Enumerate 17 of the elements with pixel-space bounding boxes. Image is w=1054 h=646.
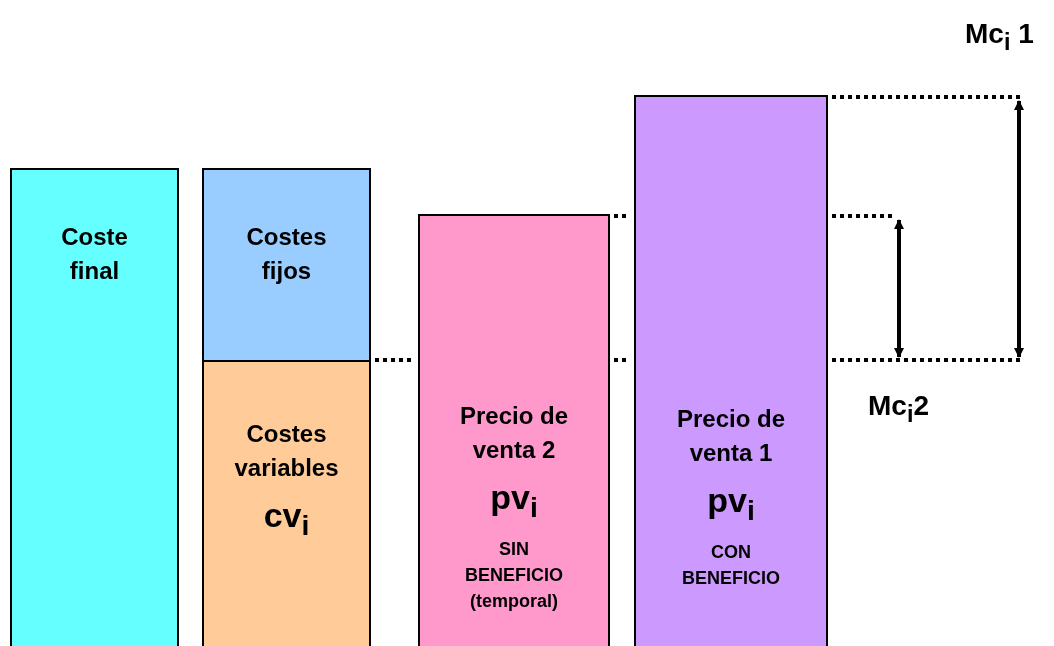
bar-label: Precio de venta 2 <box>458 401 569 465</box>
price-bar <box>634 95 828 646</box>
bar-label: Costes fijos <box>245 222 328 286</box>
margin-label: Mc$_{i}$ 1 <box>965 18 1034 56</box>
formula-label: cv$_{i}$ <box>262 495 311 543</box>
variable-cost-block <box>202 360 371 646</box>
note-text: SIN BENEFICIO (temporal) <box>464 537 564 613</box>
formula-label: pv$_{i}$ <box>706 480 756 528</box>
note-text: CON BENEFICIO <box>681 540 781 590</box>
price-bar <box>418 214 610 646</box>
margin-label: Mc$_{i}$2 <box>868 390 929 428</box>
fixed-cost-block <box>202 168 371 361</box>
bar-label: Costes variables <box>233 419 340 483</box>
bar-label: Precio de venta 1 <box>675 404 786 468</box>
cost-bar <box>10 168 179 646</box>
formula-label: pv$_{i}$ <box>489 477 539 525</box>
bar-label: Coste final <box>60 222 129 286</box>
